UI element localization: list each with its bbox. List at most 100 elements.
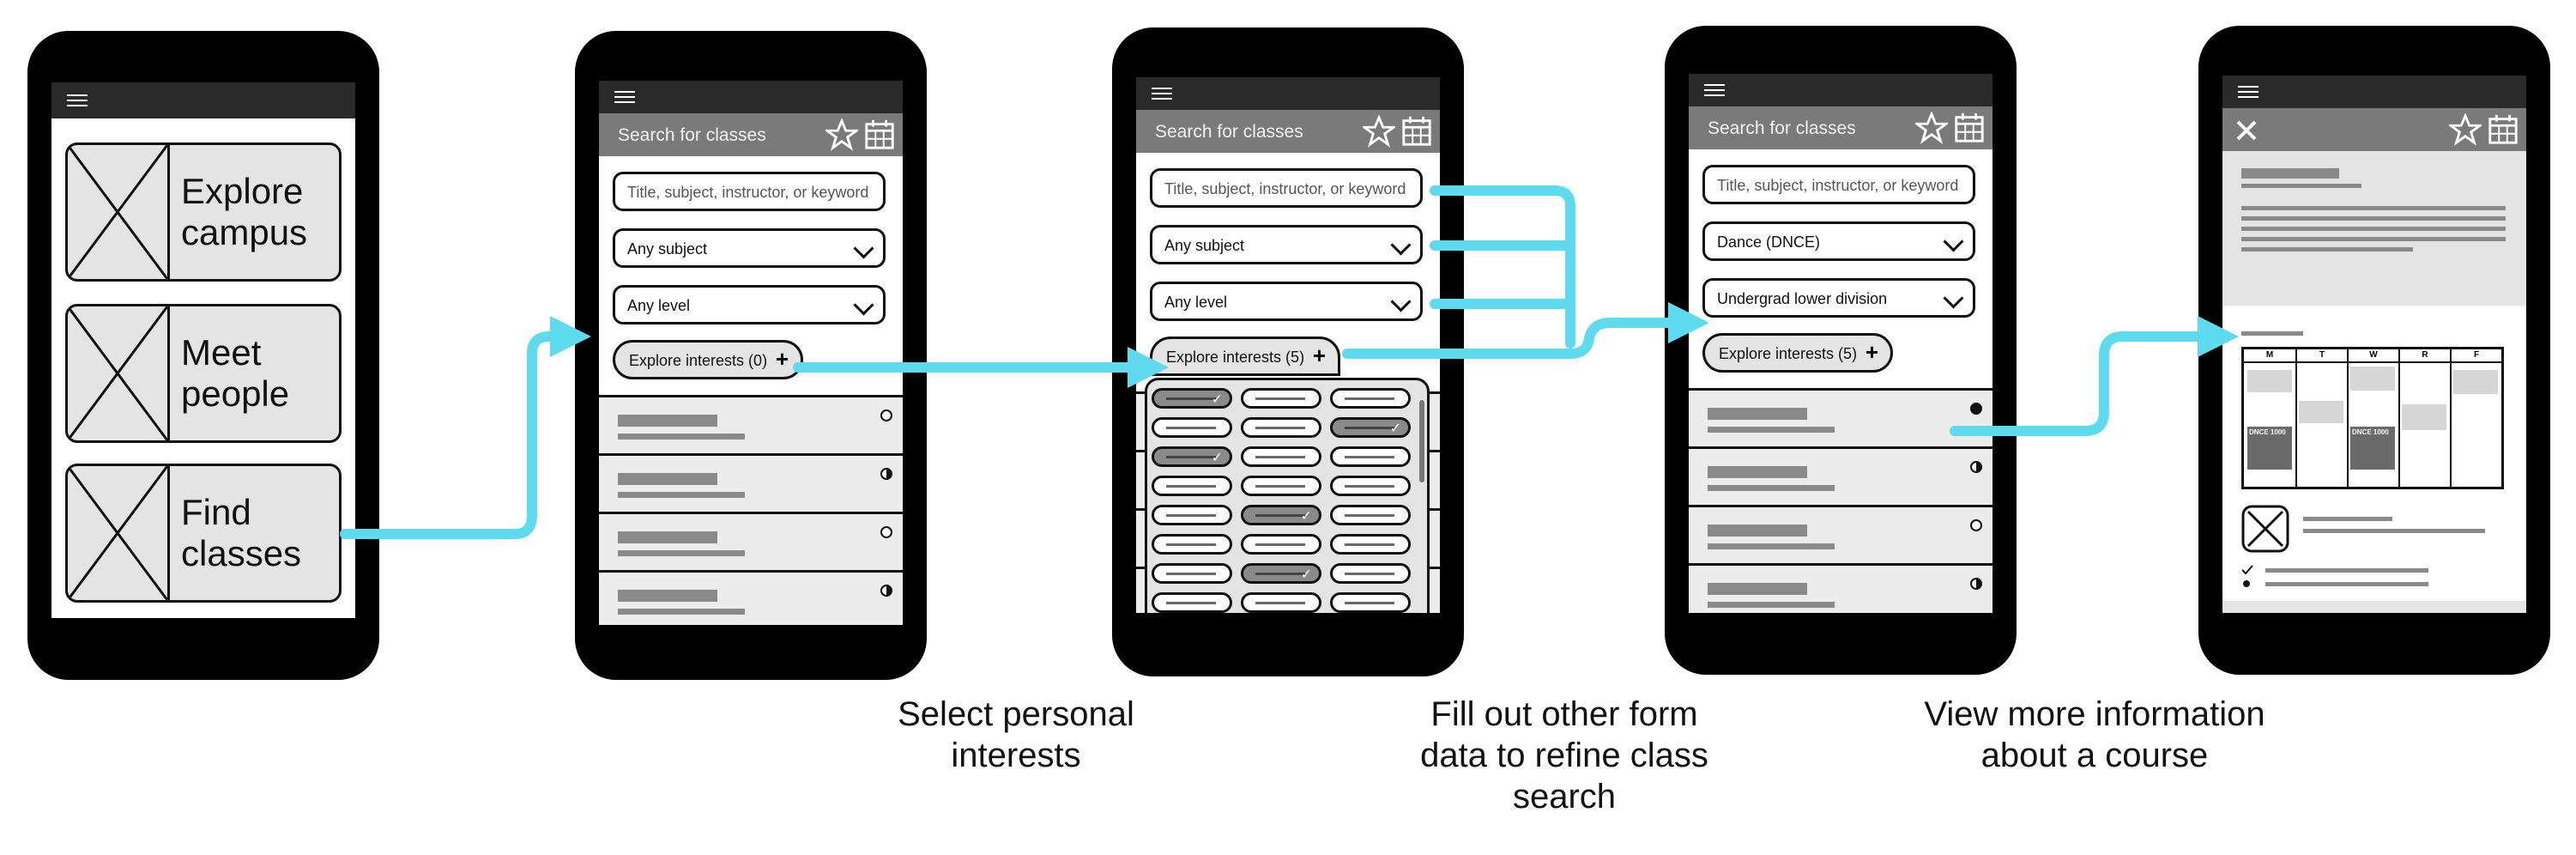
calendar-icon[interactable] <box>1400 115 1433 148</box>
phone-search: Search for classes Title, subject, instr… <box>575 31 927 680</box>
search-header: Search for classes <box>1689 106 1992 149</box>
schedule-day-column: M <box>2244 349 2295 487</box>
card-meet-people[interactable]: Meet people <box>65 304 342 443</box>
list-item[interactable] <box>1689 446 1992 506</box>
explore-interests-button[interactable]: Explore interests (5)+ <box>1150 337 1340 376</box>
interest-chip[interactable] <box>1330 592 1411 613</box>
star-icon[interactable] <box>1363 115 1395 148</box>
list-item[interactable] <box>1689 505 1992 564</box>
card-explore-campus[interactable]: Explore campus <box>65 142 342 282</box>
hamburger-icon[interactable] <box>1704 84 1725 96</box>
interest-chip[interactable] <box>1330 446 1411 467</box>
arrow-result-to-detail <box>1950 316 2239 436</box>
checkmark-icon <box>2241 565 2253 575</box>
interest-chip[interactable]: ✓ <box>1241 563 1321 584</box>
schedule-block[interactable] <box>2402 404 2446 430</box>
arrow-refine-to-phone4 <box>1565 302 1709 359</box>
interest-chip[interactable]: ✓ <box>1152 388 1232 409</box>
interest-chip[interactable]: ✓ <box>1241 505 1321 525</box>
explore-interests-button[interactable]: Explore interests (5)+ <box>1702 333 1893 373</box>
schedule-block[interactable] <box>2453 370 2498 394</box>
list-item[interactable] <box>599 512 903 571</box>
schedule-day-column: R <box>2398 349 2450 487</box>
interest-chip[interactable] <box>1241 388 1321 409</box>
subject-select[interactable]: Any subject <box>1150 225 1423 264</box>
level-select[interactable]: Any level <box>1150 282 1423 321</box>
interest-chip[interactable]: ✓ <box>1152 446 1232 467</box>
placeholder-image-icon <box>68 466 170 600</box>
interest-chip[interactable] <box>1241 592 1321 613</box>
card-label: Explore campus <box>181 171 308 252</box>
empty-status-icon <box>1970 519 1982 531</box>
close-icon[interactable] <box>2236 120 2257 141</box>
interest-chip[interactable] <box>1330 563 1411 584</box>
interest-chip[interactable] <box>1152 592 1232 613</box>
interest-chip[interactable] <box>1241 534 1321 555</box>
placeholder-image-icon <box>68 145 170 279</box>
hamburger-icon[interactable] <box>67 94 88 106</box>
phone-refined: Search for classes Title, subject, instr… <box>1665 26 2017 675</box>
level-select[interactable]: Undergrad lower division <box>1702 278 1975 318</box>
keyword-input[interactable]: Title, subject, instructor, or keyword <box>1702 165 1975 204</box>
half-status-icon <box>1970 578 1982 590</box>
list-item[interactable] <box>599 453 903 512</box>
search-title: Search for classes <box>618 125 766 145</box>
schedule-block[interactable]: DNCE 1000 <box>2350 427 2395 470</box>
schedule-day-label: T <box>2297 349 2347 363</box>
list-item[interactable] <box>1689 388 1992 447</box>
interest-chip[interactable] <box>1152 505 1232 525</box>
schedule-heading <box>2241 331 2303 336</box>
top-bar <box>2222 76 2526 108</box>
interest-chip[interactable] <box>1241 446 1321 467</box>
interest-chip[interactable]: ✓ <box>1330 417 1411 438</box>
keyword-input[interactable]: Title, subject, instructor, or keyword <box>613 172 886 211</box>
card-label: Find classes <box>181 492 302 573</box>
subject-select[interactable]: Any subject <box>613 228 886 268</box>
schedule-day-label: W <box>2349 349 2398 363</box>
interest-chip[interactable] <box>1330 534 1411 555</box>
level-select[interactable]: Any level <box>613 285 886 324</box>
list-item[interactable] <box>599 570 903 625</box>
schedule-block[interactable]: DNCE 1000 <box>2247 427 2292 470</box>
schedule-course-code: DNCE 1000 <box>2352 428 2389 436</box>
half-status-icon <box>880 468 892 480</box>
star-icon[interactable] <box>2449 113 2482 146</box>
interest-chip[interactable] <box>1330 476 1411 496</box>
caption-view-info: View more information about a course <box>1924 695 2265 774</box>
card-label: Meet people <box>181 332 290 414</box>
checkmark-icon: ✓ <box>1211 392 1223 407</box>
interest-chip[interactable] <box>1152 476 1232 496</box>
interest-chip[interactable] <box>1152 534 1232 555</box>
caption-refine-search: Fill out other form data to refine class… <box>1420 695 1708 816</box>
explore-interests-button[interactable]: Explore interests (0)+ <box>613 340 803 379</box>
interest-chip[interactable] <box>1152 563 1232 584</box>
interest-chip[interactable] <box>1241 476 1321 496</box>
interest-chip[interactable] <box>1330 505 1411 525</box>
checkmark-icon: ✓ <box>1389 421 1401 436</box>
interest-chip[interactable] <box>1330 388 1411 409</box>
hamburger-icon[interactable] <box>2238 86 2259 98</box>
schedule-day-column: T <box>2295 349 2347 487</box>
schedule-block[interactable] <box>2350 367 2395 391</box>
refined-screen: Search for classes Title, subject, instr… <box>1689 74 1992 613</box>
list-item[interactable] <box>1689 563 1992 613</box>
hamburger-icon[interactable] <box>1152 88 1172 100</box>
list-item[interactable] <box>599 395 903 454</box>
schedule-block[interactable] <box>2247 370 2292 392</box>
empty-status-icon <box>880 526 892 538</box>
schedule-block[interactable] <box>2299 401 2343 423</box>
interest-chip[interactable] <box>1241 417 1321 438</box>
subject-select[interactable]: Dance (DNCE) <box>1702 221 1975 261</box>
star-icon[interactable] <box>1915 112 1948 144</box>
calendar-icon[interactable] <box>2487 113 2519 146</box>
interest-chip[interactable] <box>1152 417 1232 438</box>
hamburger-icon[interactable] <box>614 91 635 103</box>
search-title: Search for classes <box>1155 122 1303 142</box>
star-icon[interactable] <box>825 118 858 151</box>
course-description <box>2222 151 2526 306</box>
scrollbar[interactable] <box>1419 400 1424 482</box>
calendar-icon[interactable] <box>1953 112 1986 144</box>
keyword-input[interactable]: Title, subject, instructor, or keyword <box>1150 168 1423 208</box>
calendar-icon[interactable] <box>863 118 896 151</box>
bullet-icon <box>2243 580 2250 587</box>
